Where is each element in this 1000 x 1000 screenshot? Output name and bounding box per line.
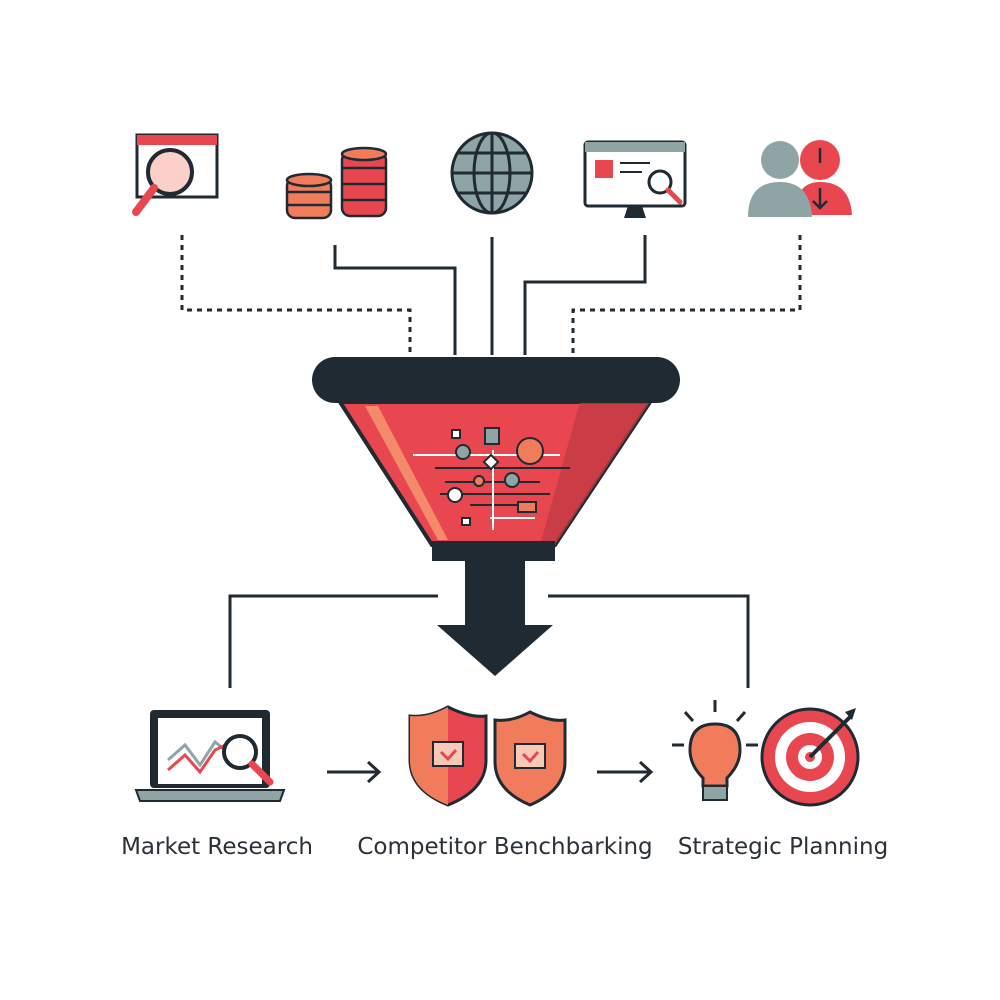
globe-icon [450,131,534,215]
report-magnifier-icon [132,133,219,216]
input-connectors [180,235,802,355]
funnel-rim [312,357,680,403]
arrow-head [437,625,553,676]
flow-arrow-1 [327,760,382,784]
connector-2 [333,245,457,355]
output-connectors [228,594,750,688]
funnel-neck [432,541,555,561]
users-download-icon [748,140,852,217]
connector-1 [180,235,412,355]
data-symbols [413,427,570,530]
label-market-research: Market Research [121,834,313,860]
arrow-shaft [465,558,525,628]
connector-5 [571,235,802,355]
label-competitor-benchmarking: Competitor Benchbarking [357,834,653,860]
lightbulb-target-icon [672,700,860,807]
monitor-search-icon [583,140,687,218]
coin-stacks-icon [285,146,388,220]
connector-4 [523,235,647,355]
flow-arrow-2 [597,760,654,784]
funnel [312,357,680,676]
label-strategic-planning: Strategic Planning [677,834,889,860]
laptop-chart-icon [134,710,286,802]
shields-icon [408,705,567,807]
